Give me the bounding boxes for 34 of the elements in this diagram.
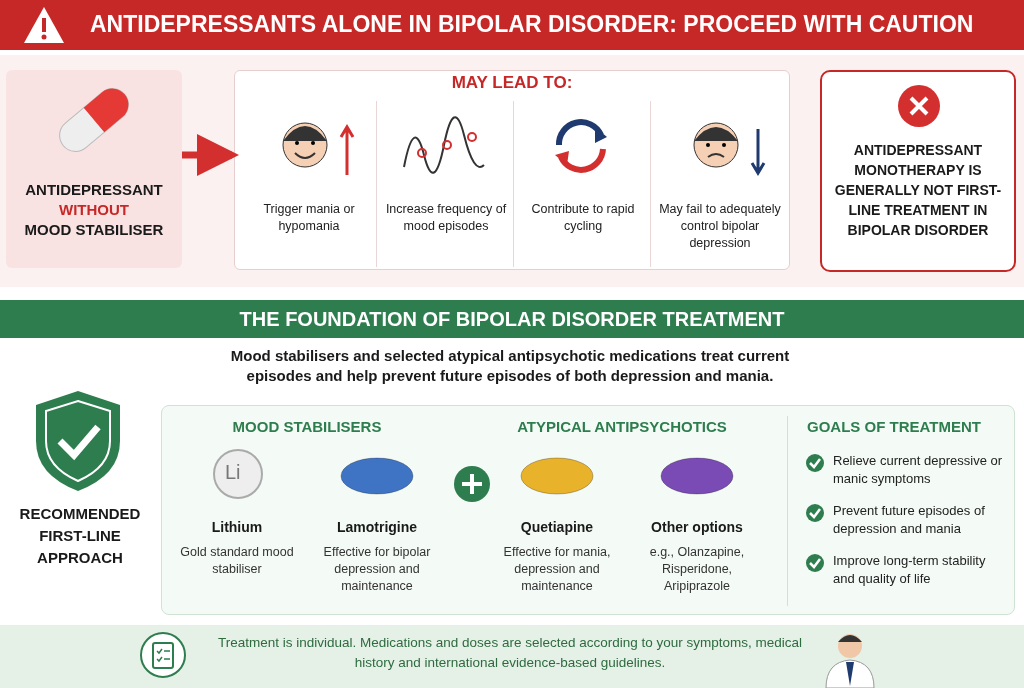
effect-text: May fail to adequately control bipolar depression — [658, 201, 782, 252]
goal-text: Improve long-term stability and quality of life — [833, 552, 987, 588]
title: ANTIDEPRESSANTS ALONE IN BIPOLAR DISORDER: PROCEED WITH CAUTION — [90, 11, 974, 38]
goal-text: Prevent future episodes of depression and mania — [833, 502, 986, 538]
column-heading: MOOD STABILISERS — [231, 418, 383, 435]
drug-description: Effective for bipolar depression and maintenance — [322, 544, 432, 595]
column-heading: GOALS OF TREATMENT — [807, 418, 981, 435]
warning-text: ANTIDEPRESSANT MONOTHERAPY IS GENERALLY NOT FIRST-LINE TREATMENT IN BIPOLAR DISORDER — [833, 141, 1003, 240]
effect-text: Increase frequency of mood episodes — [384, 201, 508, 235]
section-banner: THE FOUNDATION OF BIPOLAR DISORDER TREATMENT — [0, 300, 1024, 338]
effect-text: Trigger mania or hypomania — [262, 201, 356, 235]
effects-panel — [234, 70, 790, 270]
effect-text: Contribute to rapid cycling — [530, 201, 636, 235]
pill-label: Li — [225, 461, 241, 484]
drug-description: e.g., Olanzapine, Risperidone, Aripiprazole — [648, 544, 746, 595]
footer-note: Treatment is individual. Medications and doses are selected according to your symptoms, medical history and international evidence-based guidelines. — [217, 634, 803, 672]
approach-text: RECOMMENDED FIRST-LINE APPROACH — [18, 504, 142, 568]
column-heading: ATYPICAL ANTIPSYCHOTICS — [516, 418, 728, 435]
drug-name: Lithium — [210, 519, 264, 535]
warning-box — [820, 70, 1016, 272]
drug-description: Gold standard mood stabiliser — [179, 544, 295, 578]
card-text: MOOD STABILISER — [23, 220, 165, 240]
treatment-panel — [161, 405, 1015, 615]
arrow — [182, 134, 239, 176]
card-text: WITHOUT — [58, 200, 130, 220]
card-text: ANTIDEPRESSANT — [24, 180, 164, 200]
goal-text: Relieve current depressive or manic symptoms — [833, 452, 1004, 488]
drug-name: Other options — [650, 519, 744, 535]
drug-description: Effective for mania, depression and maintenance — [502, 544, 612, 595]
drug-card — [6, 70, 182, 268]
drug-name: Quetiapine — [519, 519, 595, 535]
subtitle: Mood stabilisers and selected atypical antipsychotic medications treat current episodes and help prevent future episodes of both depression and mania. — [229, 346, 791, 386]
panel-heading: MAY LEAD TO: — [450, 73, 574, 93]
drug-name: Lamotrigine — [335, 519, 419, 535]
